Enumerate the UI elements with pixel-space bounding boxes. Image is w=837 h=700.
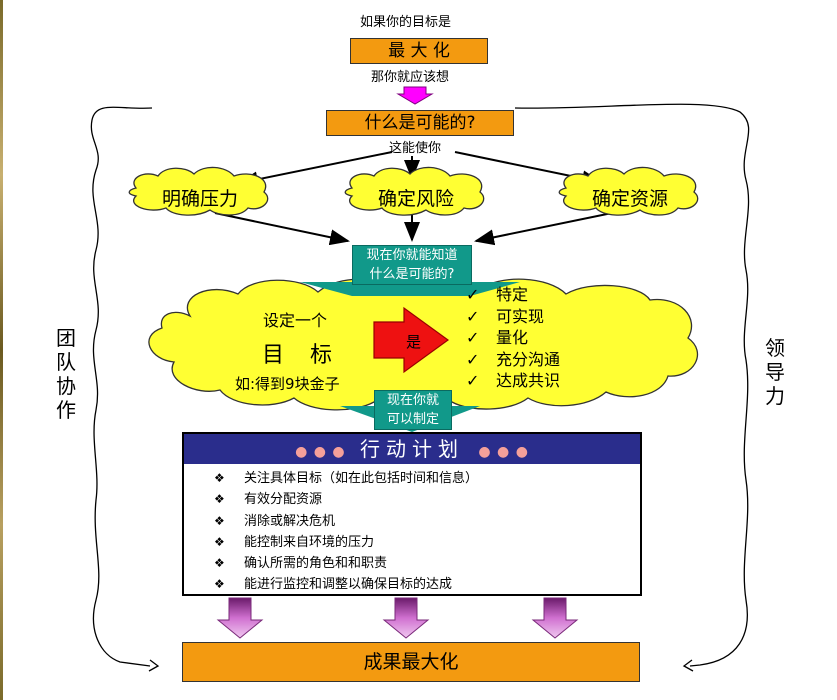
- cloud-right: [558, 166, 699, 216]
- check-icon: ✓: [466, 285, 480, 304]
- criteria-label: 可实现: [496, 306, 545, 326]
- know-possible-line2: 什么是可能的?: [369, 267, 455, 282]
- can-make-line1: 现在你就: [386, 393, 439, 408]
- know-possible-line1: 现在你就能知道: [366, 248, 458, 263]
- red-arrow: [373, 306, 450, 374]
- check-icon: ✓: [466, 371, 480, 390]
- then-think-text: 那你就应该想: [371, 70, 450, 85]
- criteria-item: ✓ 达成共识: [466, 370, 606, 392]
- list-item: ❖能控制来自环境的压力: [184, 532, 640, 553]
- action-plan-title: 行动计划: [360, 437, 464, 461]
- check-icon: ✓: [466, 306, 480, 326]
- diamond-bullet-icon: ❖: [214, 492, 225, 507]
- action-plan-box: ● ● ● 行动计划 ● ● ● ❖关注具体目标（如在此包括时间和信息） ❖有效…: [182, 432, 642, 596]
- goal-example-text: 如:得到9块金子: [235, 375, 340, 393]
- result-box: 成果最大化: [182, 642, 640, 682]
- purple-arrow-center: [382, 597, 430, 639]
- list-item: ❖能进行监控和调整以确保目标的达成: [184, 574, 640, 595]
- purple-arrow-right: [531, 597, 579, 639]
- what-possible-box: 什么是可能的?: [326, 110, 514, 136]
- check-icon: ✓: [466, 349, 480, 369]
- cloud-left: [128, 166, 269, 216]
- leadership-label: 领 导 力: [765, 336, 785, 408]
- diamond-bullet-icon: ❖: [214, 556, 225, 571]
- purple-arrow-left: [216, 597, 264, 639]
- set-one-text: 设定一个: [263, 311, 328, 330]
- teamwork-label: 团 队 协 作: [56, 326, 76, 422]
- magenta-arrow: [396, 86, 434, 105]
- dots-left: ● ● ●: [295, 444, 346, 460]
- diamond-bullet-icon: ❖: [214, 534, 225, 549]
- list-item: ❖关注具体目标（如在此包括时间和信息）: [184, 468, 640, 489]
- right-bracket: [514, 103, 750, 667]
- criteria-list: ✓ 特定 ✓ 可实现 ✓ 量化 ✓ 充分沟通 ✓ 达成共识: [466, 284, 606, 392]
- cloud-left-label: 明确压力: [161, 188, 238, 210]
- list-item: ❖消除或解决危机: [184, 511, 640, 532]
- criteria-item: ✓ 充分沟通: [466, 349, 606, 371]
- know-possible-box: 现在你就能知道 什么是可能的?: [352, 245, 472, 285]
- check-icon: ✓: [466, 328, 480, 347]
- left-edge-bar: [0, 0, 3, 700]
- criteria-item: ✓ 特定: [466, 284, 606, 306]
- list-item: ❖确认所需的角色和和职责: [184, 553, 640, 574]
- diamond-bullet-icon: ❖: [214, 577, 225, 592]
- action-plan-list: ❖关注具体目标（如在此包括时间和信息） ❖有效分配资源 ❖消除或解决危机 ❖能控…: [184, 464, 640, 596]
- action-plan-header: ● ● ● 行动计划 ● ● ●: [184, 434, 640, 464]
- list-item: ❖有效分配资源: [184, 489, 640, 510]
- cloud-center: [344, 166, 485, 216]
- dots-right: ● ● ●: [478, 444, 529, 460]
- goal-text: 目 标: [262, 343, 336, 368]
- criteria-label: 达成共识: [496, 371, 561, 390]
- left-bracket: [90, 106, 153, 667]
- maximize-box: 最 大 化: [350, 38, 488, 64]
- can-make-line2: 可以制定: [386, 412, 439, 427]
- criteria-item: ✓ 可实现: [466, 306, 606, 328]
- arrow-yes-label: 是: [406, 333, 422, 351]
- cloud-right-label: 确定资源: [591, 188, 668, 210]
- this-lets-you-text: 这能使你: [389, 141, 442, 156]
- can-make-box: 现在你就 可以制定: [374, 390, 452, 430]
- diamond-bullet-icon: ❖: [214, 471, 225, 485]
- if-goal-text: 如果你的目标是: [360, 15, 452, 30]
- cloud-center-label: 确定风险: [377, 188, 454, 210]
- criteria-item: ✓ 量化: [466, 327, 606, 349]
- criteria-label: 特定: [496, 285, 529, 304]
- diamond-bullet-icon: ❖: [214, 513, 225, 528]
- criteria-label: 量化: [496, 328, 529, 347]
- criteria-label: 充分沟通: [496, 349, 561, 369]
